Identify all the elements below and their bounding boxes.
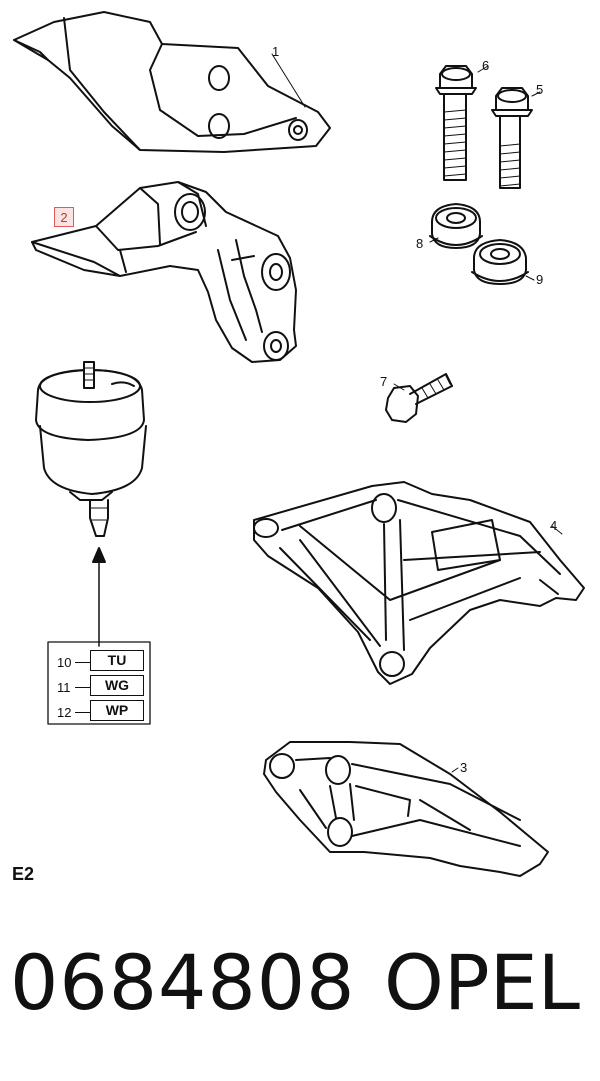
variant-code: TU [90,650,144,671]
mount-arm-part-2 [31,181,297,363]
bracket-part-3 [263,741,549,877]
variant-arrow [92,547,106,647]
variant-number: 10 [57,655,72,670]
variant-number: 12 [57,705,72,720]
part-label-2-highlight[interactable]: 2 [54,207,74,227]
bolt-part-7 [385,373,453,423]
part-label-3: 3 [460,760,468,775]
part-label-6: 6 [482,58,490,73]
part-label-9: 9 [536,272,544,287]
bolt-part-6 [435,65,489,181]
nut-part-8 [429,203,483,249]
part-label-7: 7 [380,374,388,389]
bracket-part-1 [13,11,331,153]
part-label-5: 5 [536,82,544,97]
engine-mount-cylinder [35,361,147,537]
variant-table-frame [47,641,151,725]
part-label-1: 1 [272,44,280,59]
brand-name: OPEL [384,938,581,1027]
variant-code: WG [90,675,144,696]
bracket-part-4 [253,481,585,685]
section-label: E2 [12,864,35,884]
variant-number: 11 [57,680,71,695]
bolt-part-5 [491,87,541,189]
part-number: 0684808 [10,938,356,1027]
part-label-4: 4 [550,518,558,533]
nut-part-9 [471,239,535,285]
variant-code: WP [90,700,144,721]
part-label-8: 8 [416,236,424,251]
